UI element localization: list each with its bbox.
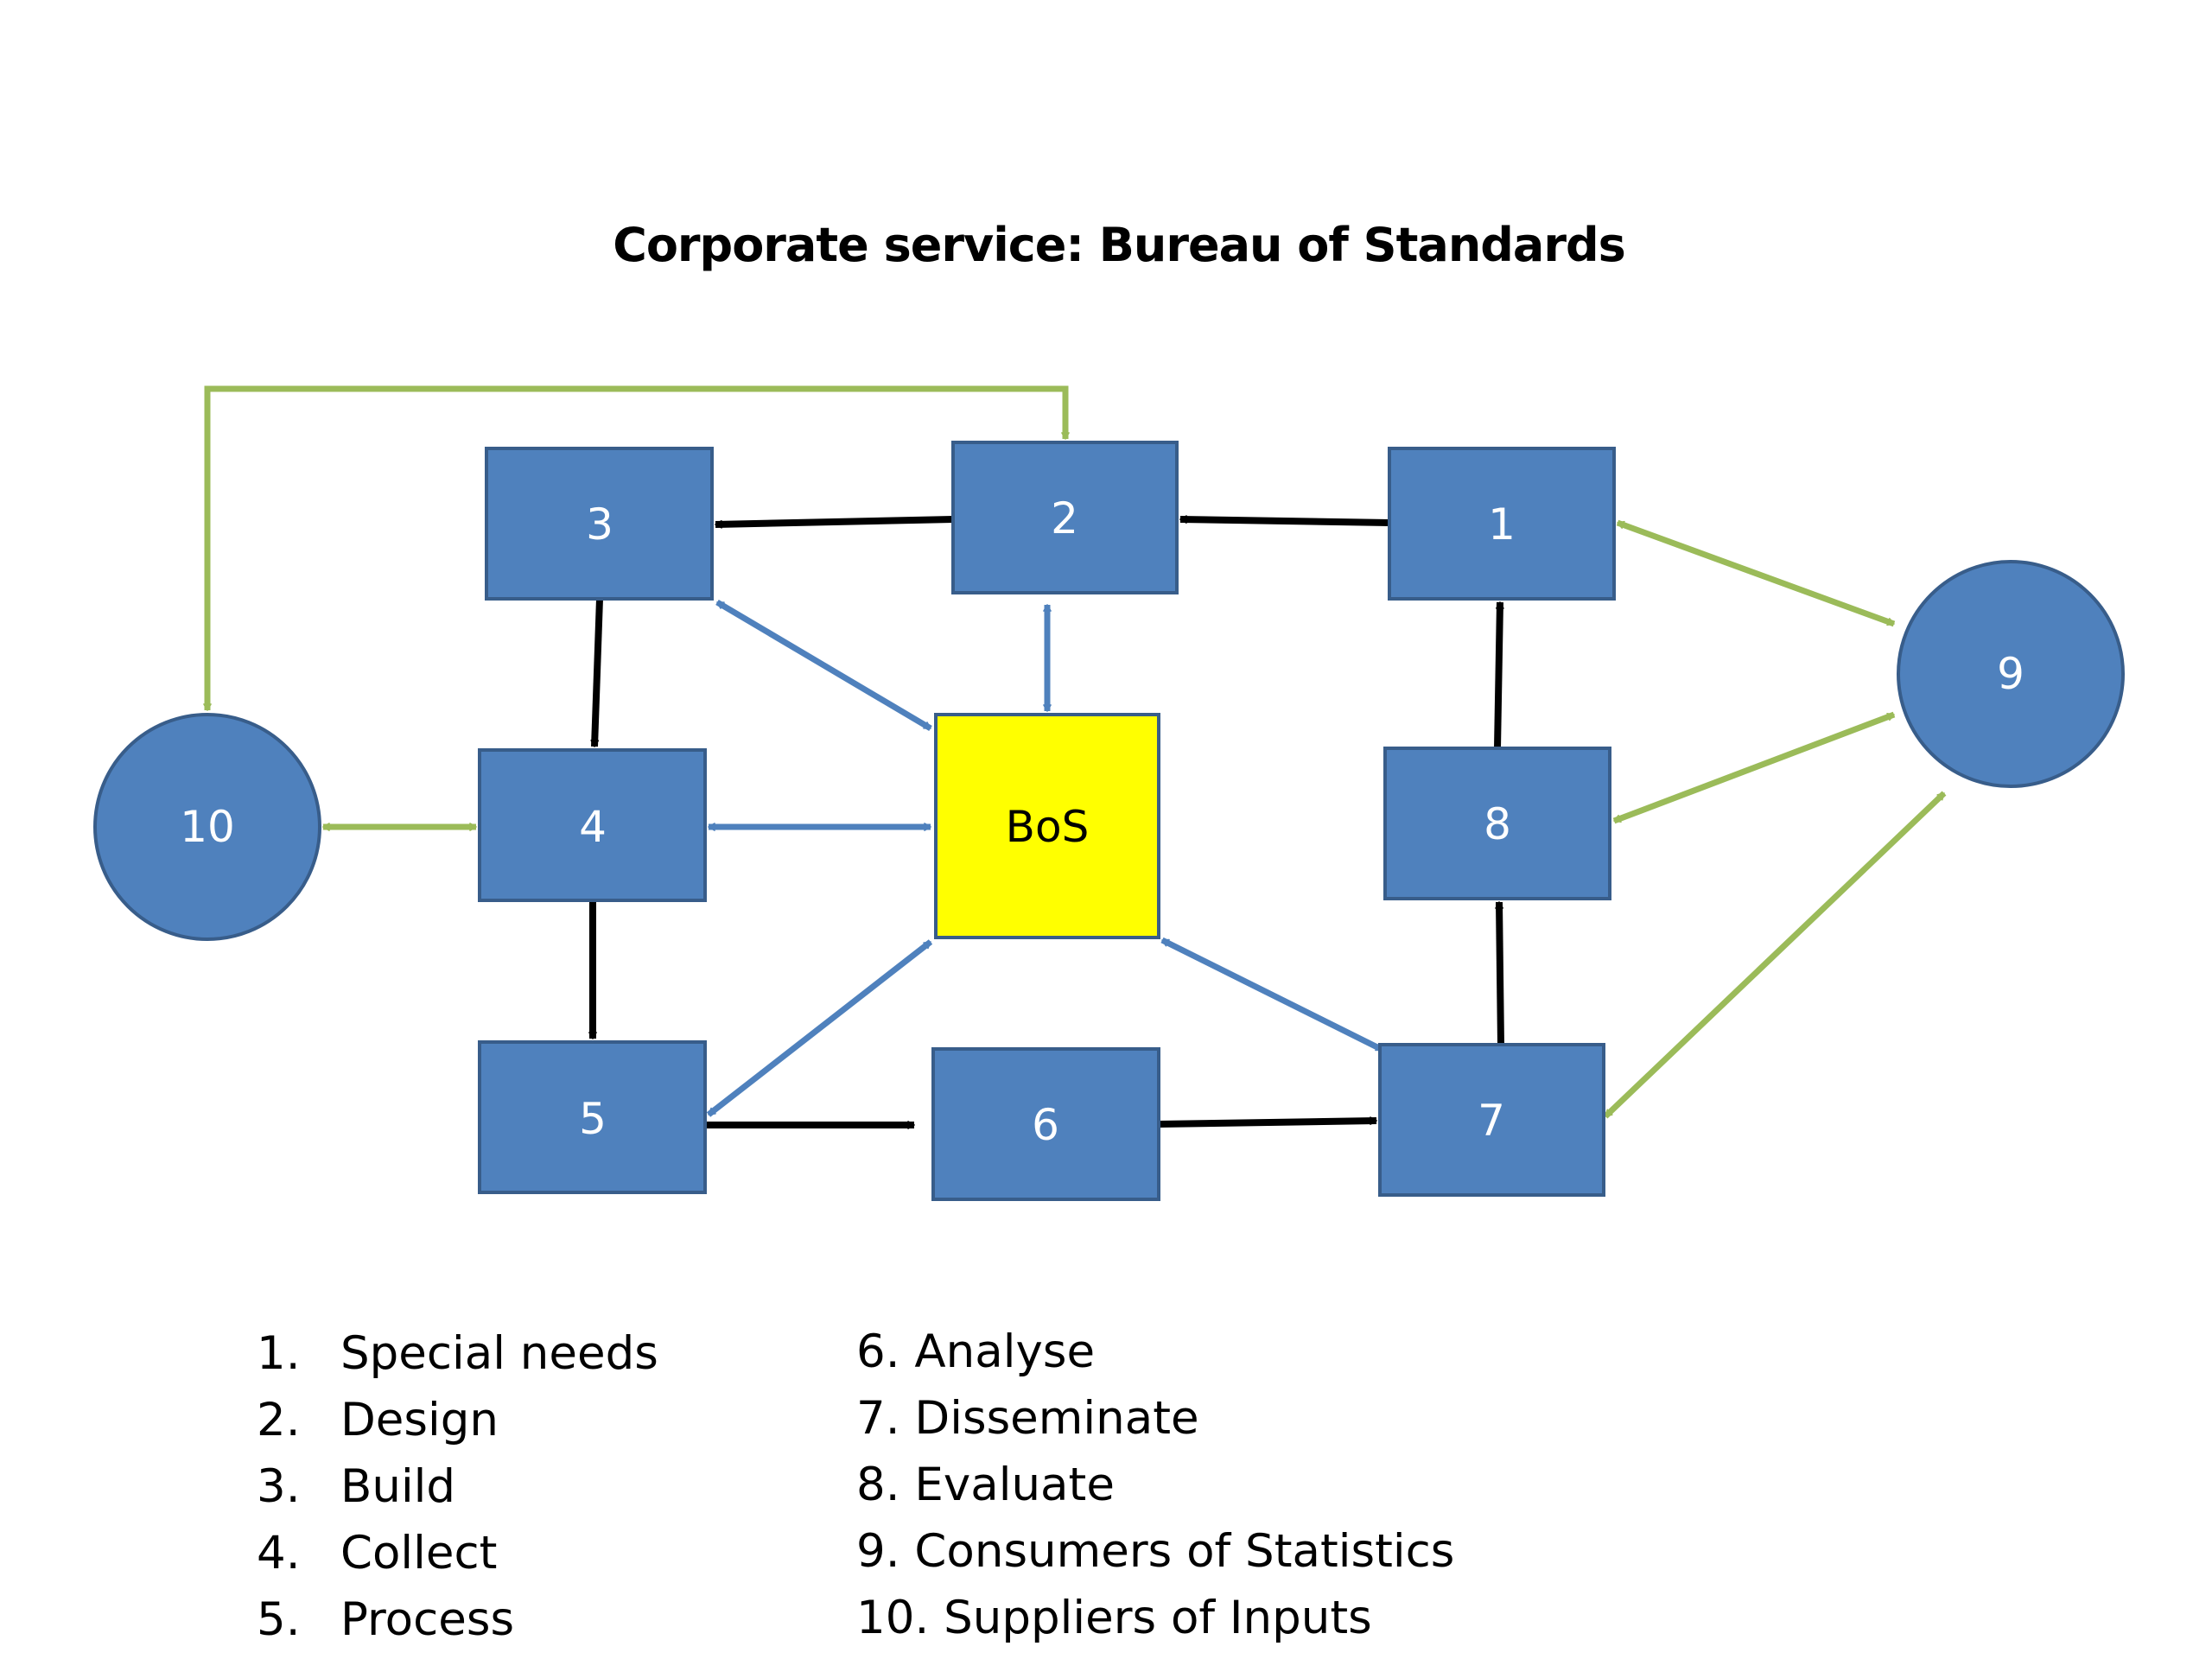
legend-right-column: 6. Analyse 7. Disseminate 8. Evaluate 9.…	[856, 1319, 1454, 1651]
edge-3-to-4	[590, 598, 603, 747]
node-1[interactable]: 1	[1388, 447, 1616, 601]
edge-bos-3	[715, 599, 932, 732]
legend-label: Special needs	[340, 1327, 658, 1380]
node-4-label: 4	[579, 802, 607, 852]
node-9[interactable]: 9	[1897, 560, 2125, 788]
node-10-label: 10	[180, 802, 235, 852]
edge-1-to-2	[1179, 515, 1390, 526]
legend-left-column: 1. Special needs 2. Design 3. Build 4. Colle…	[257, 1320, 658, 1653]
diagram-title: Corporate service: Bureau of Standards	[613, 218, 1626, 272]
edge-6-to-7	[1158, 1116, 1377, 1128]
node-7[interactable]: 7	[1378, 1043, 1605, 1197]
node-5-label: 5	[579, 1094, 607, 1144]
edge-10-2	[203, 385, 1070, 711]
legend-number: 1.	[257, 1327, 301, 1380]
node-1-label: 1	[1488, 499, 1516, 550]
node-3[interactable]: 3	[485, 447, 714, 601]
edge-7-to-8	[1495, 901, 1504, 1046]
node-6[interactable]: 6	[931, 1047, 1160, 1201]
legend-item: 7. Disseminate	[856, 1392, 1199, 1445]
node-4[interactable]: 4	[478, 748, 707, 902]
legend-item: 10. Suppliers of Inputs	[856, 1592, 1372, 1644]
legend-item: 2. Design	[257, 1387, 658, 1453]
legend-number: 3.	[257, 1460, 301, 1513]
edge-9-7	[1603, 791, 1947, 1119]
node-5[interactable]: 5	[478, 1040, 707, 1194]
node-3-label: 3	[586, 499, 613, 550]
legend-label: Process	[340, 1593, 515, 1646]
legend-label: Design	[340, 1394, 499, 1446]
legend-item: 4. Collect	[257, 1520, 658, 1586]
edge-bos-5	[706, 939, 933, 1117]
node-6-label: 6	[1032, 1100, 1059, 1150]
legend-label: Collect	[340, 1527, 498, 1580]
node-2-label: 2	[1051, 493, 1078, 543]
legend-item: 3. Build	[257, 1453, 658, 1520]
node-7-label: 7	[1478, 1096, 1505, 1146]
legend-item: 9. Consumers of Statistics	[856, 1525, 1455, 1578]
legend-number: 2.	[257, 1394, 301, 1446]
legend-label: Build	[340, 1460, 456, 1513]
legend-number: 5.	[257, 1593, 301, 1646]
edge-9-1	[1616, 519, 1896, 627]
node-10[interactable]: 10	[93, 713, 321, 941]
edges	[203, 385, 1947, 1129]
legend-item: 8. Evaluate	[856, 1459, 1115, 1511]
edge-2-to-3	[715, 516, 954, 529]
legend-item: 5. Process	[257, 1586, 658, 1653]
node-9-label: 9	[1997, 649, 2024, 699]
legend-item: 6. Analyse	[856, 1325, 1096, 1378]
edge-8-to-1	[1494, 601, 1504, 749]
legend-number: 4.	[257, 1527, 301, 1580]
node-bos-label: BoS	[1006, 802, 1090, 852]
node-2[interactable]: 2	[951, 441, 1179, 594]
edge-9-8	[1612, 711, 1896, 824]
node-8[interactable]: 8	[1383, 747, 1611, 900]
nodes: 3 2 1 9 10 4 BoS 8	[93, 441, 2125, 1201]
edge-bos-7	[1160, 937, 1384, 1053]
node-8-label: 8	[1484, 799, 1511, 849]
legend-item: 1. Special needs	[257, 1320, 658, 1387]
node-bos[interactable]: BoS	[934, 713, 1160, 939]
